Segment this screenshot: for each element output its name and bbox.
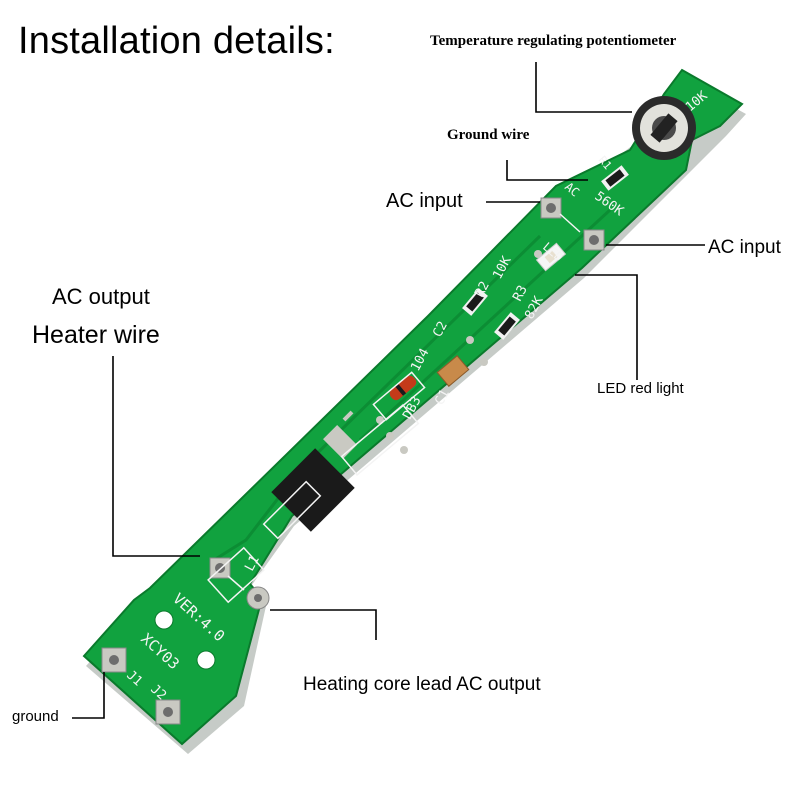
label-ac-output: AC output — [52, 284, 150, 309]
callout-heater-wire — [112, 356, 200, 557]
diac-db3 — [389, 375, 417, 401]
silk-c2: C2 — [430, 319, 451, 340]
label-heater-wire: Heater wire — [32, 321, 160, 349]
pad-ac-left — [540, 197, 562, 219]
capacitor-c1 — [436, 355, 470, 387]
silk-led: LED — [540, 240, 566, 265]
silk-r2: R2 — [472, 279, 493, 300]
pad-j1 — [101, 647, 127, 673]
via-5 — [400, 446, 408, 454]
silk-r1-value: 560K — [592, 189, 626, 219]
via-2 — [480, 358, 488, 366]
mount-hole-2 — [196, 650, 216, 670]
silk-r3: R3 — [510, 283, 531, 304]
callout-potentiometer — [535, 62, 632, 113]
silk-r2-value: 10K — [490, 254, 514, 282]
label-ac-input-left: AC input — [386, 190, 463, 212]
silk-c1: C1 — [432, 387, 453, 408]
label-potentiometer: Temperature regulating potentiometer — [430, 33, 677, 49]
pad-j2 — [155, 699, 181, 725]
silk-version: VER:4.0 — [169, 590, 228, 646]
label-led-red-light: LED red light — [597, 380, 684, 397]
page-title: Installation details: — [18, 20, 335, 62]
via-6 — [534, 250, 542, 258]
callout-ground — [72, 672, 105, 719]
silk-ac: AC — [562, 180, 582, 200]
via-1 — [466, 336, 474, 344]
callout-led — [575, 274, 638, 380]
silk-outlines — [207, 213, 581, 604]
led-component — [535, 242, 567, 272]
callout-ground-wire — [506, 160, 588, 181]
label-heating-core-lead: Heating core lead AC output — [303, 674, 541, 695]
trace-outline — [213, 234, 542, 562]
resistor-r3 — [494, 312, 520, 340]
label-ground-wire: Ground wire — [447, 127, 530, 143]
label-ac-input-right: AC input — [708, 237, 781, 258]
pad-ac-right — [583, 229, 605, 251]
resistor-r2 — [462, 288, 488, 316]
silk-j2: J2 — [147, 682, 169, 704]
silk-c2-value: 104 — [408, 346, 432, 374]
potentiometer — [632, 96, 696, 160]
resistor-r1 — [601, 165, 629, 191]
silk-j1: J1 — [123, 668, 145, 690]
label-ground: ground — [12, 708, 59, 725]
callout-lines — [72, 62, 705, 719]
silk-pot-value: 10K — [683, 88, 711, 115]
callout-heating-core — [270, 609, 377, 640]
silk-r1: R1 — [596, 154, 614, 173]
via-4 — [386, 432, 394, 440]
silk-l1: L1 — [242, 553, 263, 574]
trace-outline-2 — [358, 208, 612, 442]
pad-heating-core — [246, 586, 270, 610]
silk-db3: DB3 — [400, 394, 424, 422]
silk-model: XCY03 — [137, 630, 183, 674]
mount-hole-1 — [154, 610, 174, 630]
